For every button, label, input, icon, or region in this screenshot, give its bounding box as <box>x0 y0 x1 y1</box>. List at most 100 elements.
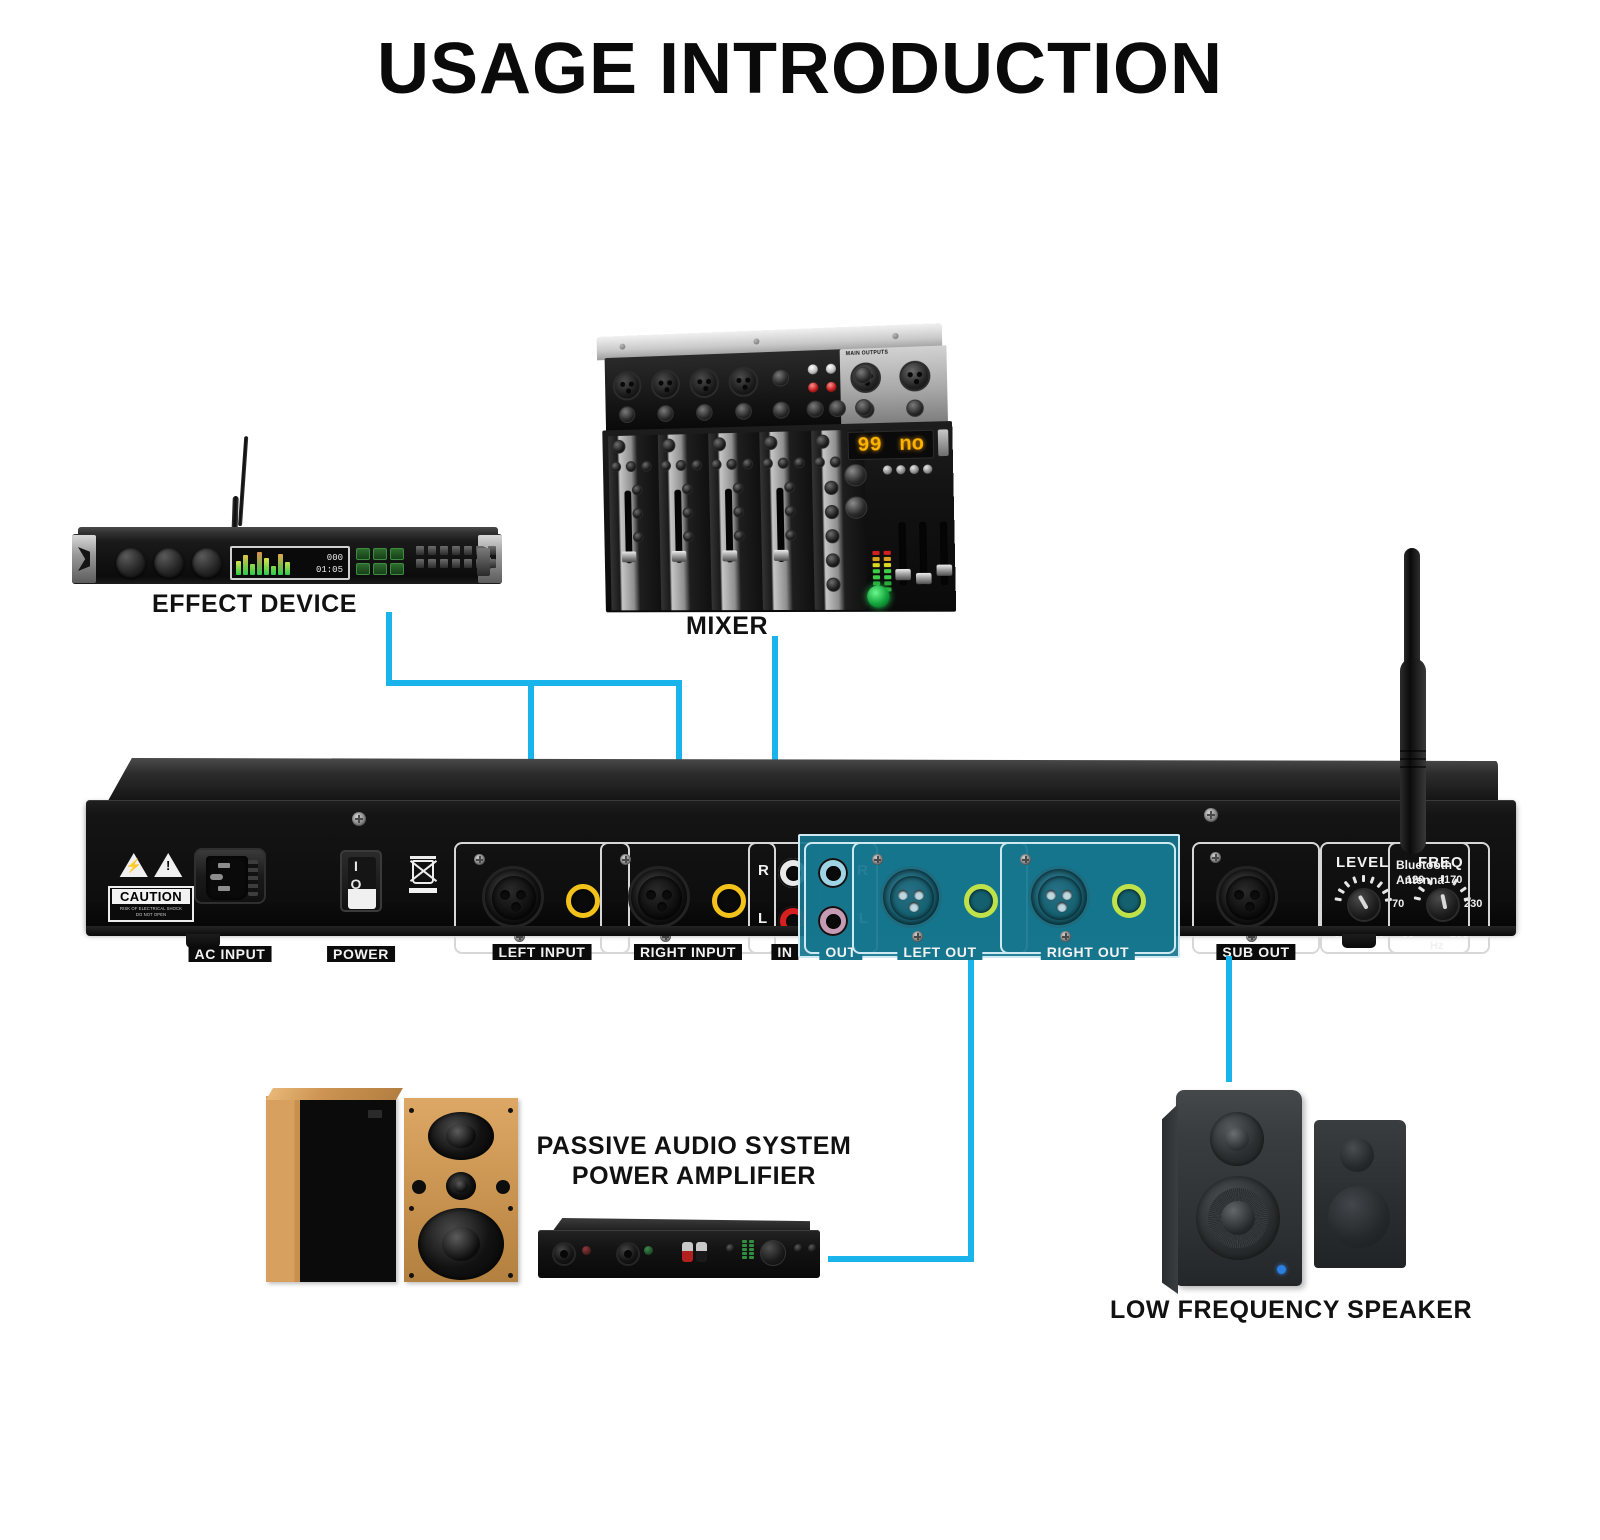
right-out-screw-bottom <box>1060 931 1071 942</box>
sub-out-screw-bottom <box>1246 931 1257 942</box>
freq-value-170: 170 <box>1444 874 1463 886</box>
mixer-aux-rca-2[interactable] <box>825 363 837 375</box>
left-input-screw-bottom <box>514 931 525 942</box>
mixer-aux-rca-4[interactable] <box>826 381 837 393</box>
mixer-mode-buttons[interactable] <box>882 464 933 475</box>
mixer-fader-4[interactable] <box>773 549 789 561</box>
rca-out-right-jack[interactable] <box>818 858 848 888</box>
mixer-phones-knob[interactable] <box>826 577 841 592</box>
mixer-fader-1[interactable] <box>621 551 637 563</box>
effect-device-display: 000 01:05 <box>230 546 350 580</box>
effect-knob-2[interactable] <box>154 548 184 578</box>
ac-input-inlet[interactable] <box>194 848 266 904</box>
sub-out-group: SUB OUT <box>1192 842 1320 960</box>
mixer-main-out-trs-right[interactable] <box>906 399 924 418</box>
effect-device-power-switch[interactable] <box>477 548 490 576</box>
low-frequency-speaker-graphic <box>1162 1082 1412 1302</box>
sub-out-screw-top <box>1210 852 1221 863</box>
mixer-channel-2-xlr[interactable] <box>650 369 681 400</box>
mixer-master-knob-2[interactable] <box>824 504 840 520</box>
power-amp-top <box>552 1218 810 1232</box>
mixer-fader-3[interactable] <box>722 550 738 562</box>
bluetooth-antenna-rod[interactable] <box>1400 658 1426 854</box>
level-knob[interactable] <box>1347 888 1381 922</box>
mixer-aux-send-trs[interactable] <box>806 400 824 418</box>
mixer-led-value-left: 99 <box>857 433 883 458</box>
freq-knob[interactable] <box>1426 888 1460 922</box>
mixer-fx-1[interactable] <box>632 508 644 520</box>
effect-knob-1[interactable] <box>116 548 146 578</box>
wire-mixer-to-rca-in <box>772 636 778 842</box>
power-amp-volume-knob[interactable] <box>760 1240 786 1266</box>
right-input-trs-jack[interactable] <box>712 884 746 918</box>
low-freq-speaker-front <box>1162 1090 1302 1294</box>
effect-device-antenna <box>238 436 249 527</box>
mixer-main-outputs-label: MAIN OUTPUTS <box>845 349 889 358</box>
power-amp-binding-post-positive[interactable] <box>682 1242 693 1262</box>
power-amp-led-1 <box>582 1246 591 1255</box>
low-freq-woofer <box>1196 1176 1280 1260</box>
mixer-aux-rca-1[interactable] <box>807 364 818 375</box>
sub-out-xlr-jack[interactable] <box>1216 866 1278 928</box>
mixer-channel-1-trs[interactable] <box>618 406 636 424</box>
wire-left-out-to-power-amp <box>828 1256 974 1262</box>
mixer-main-outputs-section: MAIN OUTPUTS <box>839 345 949 427</box>
mixer-power-led[interactable] <box>866 585 890 608</box>
caution-fineprint-line1: RISK OF ELECTRICAL SHOCK <box>119 905 183 911</box>
mixer-pan-4[interactable] <box>785 529 797 541</box>
mixer-channel-3-xlr[interactable] <box>689 367 720 399</box>
power-amp-input-2[interactable] <box>616 1242 640 1266</box>
mixer-channel-4-trs[interactable] <box>734 402 753 420</box>
freq-knob-title: FREQ <box>1418 854 1464 871</box>
rca-out-left-jack[interactable] <box>818 906 848 936</box>
effect-device-button-grid[interactable] <box>356 548 404 575</box>
passive-system-label-line1: PASSIVE AUDIO SYSTEM <box>536 1132 852 1160</box>
passive-woofer <box>418 1208 504 1280</box>
left-out-xlr-jack[interactable] <box>880 866 942 928</box>
mixer-master-knob-4[interactable] <box>825 553 841 568</box>
power-amp-input-1[interactable] <box>552 1242 576 1266</box>
passive-speaker-left <box>266 1088 403 1282</box>
mixer-master-fader-3[interactable] <box>936 564 953 576</box>
power-amp-knob-small-3[interactable] <box>808 1244 817 1253</box>
mixer-channel-3-trs[interactable] <box>695 403 713 422</box>
mixer-pan-1[interactable] <box>632 531 644 543</box>
effect-knob-3[interactable] <box>192 548 222 578</box>
mixer-master-fader-1[interactable] <box>895 568 911 581</box>
power-switch[interactable]: I O <box>340 850 382 912</box>
mixer-fx-4[interactable] <box>784 505 796 517</box>
mixer-master-fader-2[interactable] <box>915 572 932 585</box>
effect-device-eq-bars <box>236 549 290 575</box>
freq-value-70: 70 <box>1392 898 1405 910</box>
mixer-channel-2-trs[interactable] <box>657 404 674 423</box>
mixer-channel-6-trs[interactable] <box>772 401 790 419</box>
caution-title: CAUTION <box>112 889 190 904</box>
right-out-xlr-jack[interactable] <box>1028 866 1090 928</box>
right-input-xlr-jack[interactable] <box>628 866 690 928</box>
mixer-usb-port[interactable] <box>937 429 949 457</box>
mixer-channel-1-xlr[interactable] <box>612 370 642 401</box>
left-input-trs-jack[interactable] <box>566 884 600 918</box>
right-out-trs-jack[interactable] <box>1112 884 1146 918</box>
effect-device-readout: 000 01:05 <box>315 553 343 576</box>
left-input-xlr-jack[interactable] <box>482 866 544 928</box>
mixer-pan-3[interactable] <box>733 530 745 542</box>
mixer-fx-3[interactable] <box>733 506 745 518</box>
left-out-screw-top <box>872 854 883 865</box>
power-amp-knob-small-2[interactable] <box>794 1244 803 1253</box>
mixer-master-knob-3[interactable] <box>825 529 840 544</box>
left-out-trs-jack[interactable] <box>964 884 998 918</box>
power-amp-binding-post-negative[interactable] <box>696 1242 707 1262</box>
mixer-channel-5-trs[interactable] <box>771 369 790 387</box>
panel-screw-top-left <box>352 812 366 826</box>
rca-in-right-label: R <box>758 862 769 879</box>
mixer-pan-2[interactable] <box>682 530 694 543</box>
mixer-fader-2[interactable] <box>671 550 687 562</box>
mixer-graphic: MAIN OUTPUTS <box>588 323 957 613</box>
power-amp-knob-small-1[interactable] <box>726 1244 735 1253</box>
bluetooth-antenna-label-line1: Bluetooth <box>1396 858 1452 872</box>
mixer-main-out-xlr-right[interactable] <box>899 360 931 392</box>
mixer-aux-rca-3[interactable] <box>808 382 819 393</box>
mixer-fx-2[interactable] <box>682 507 694 519</box>
mixer-channel-4-xlr[interactable] <box>728 366 759 398</box>
